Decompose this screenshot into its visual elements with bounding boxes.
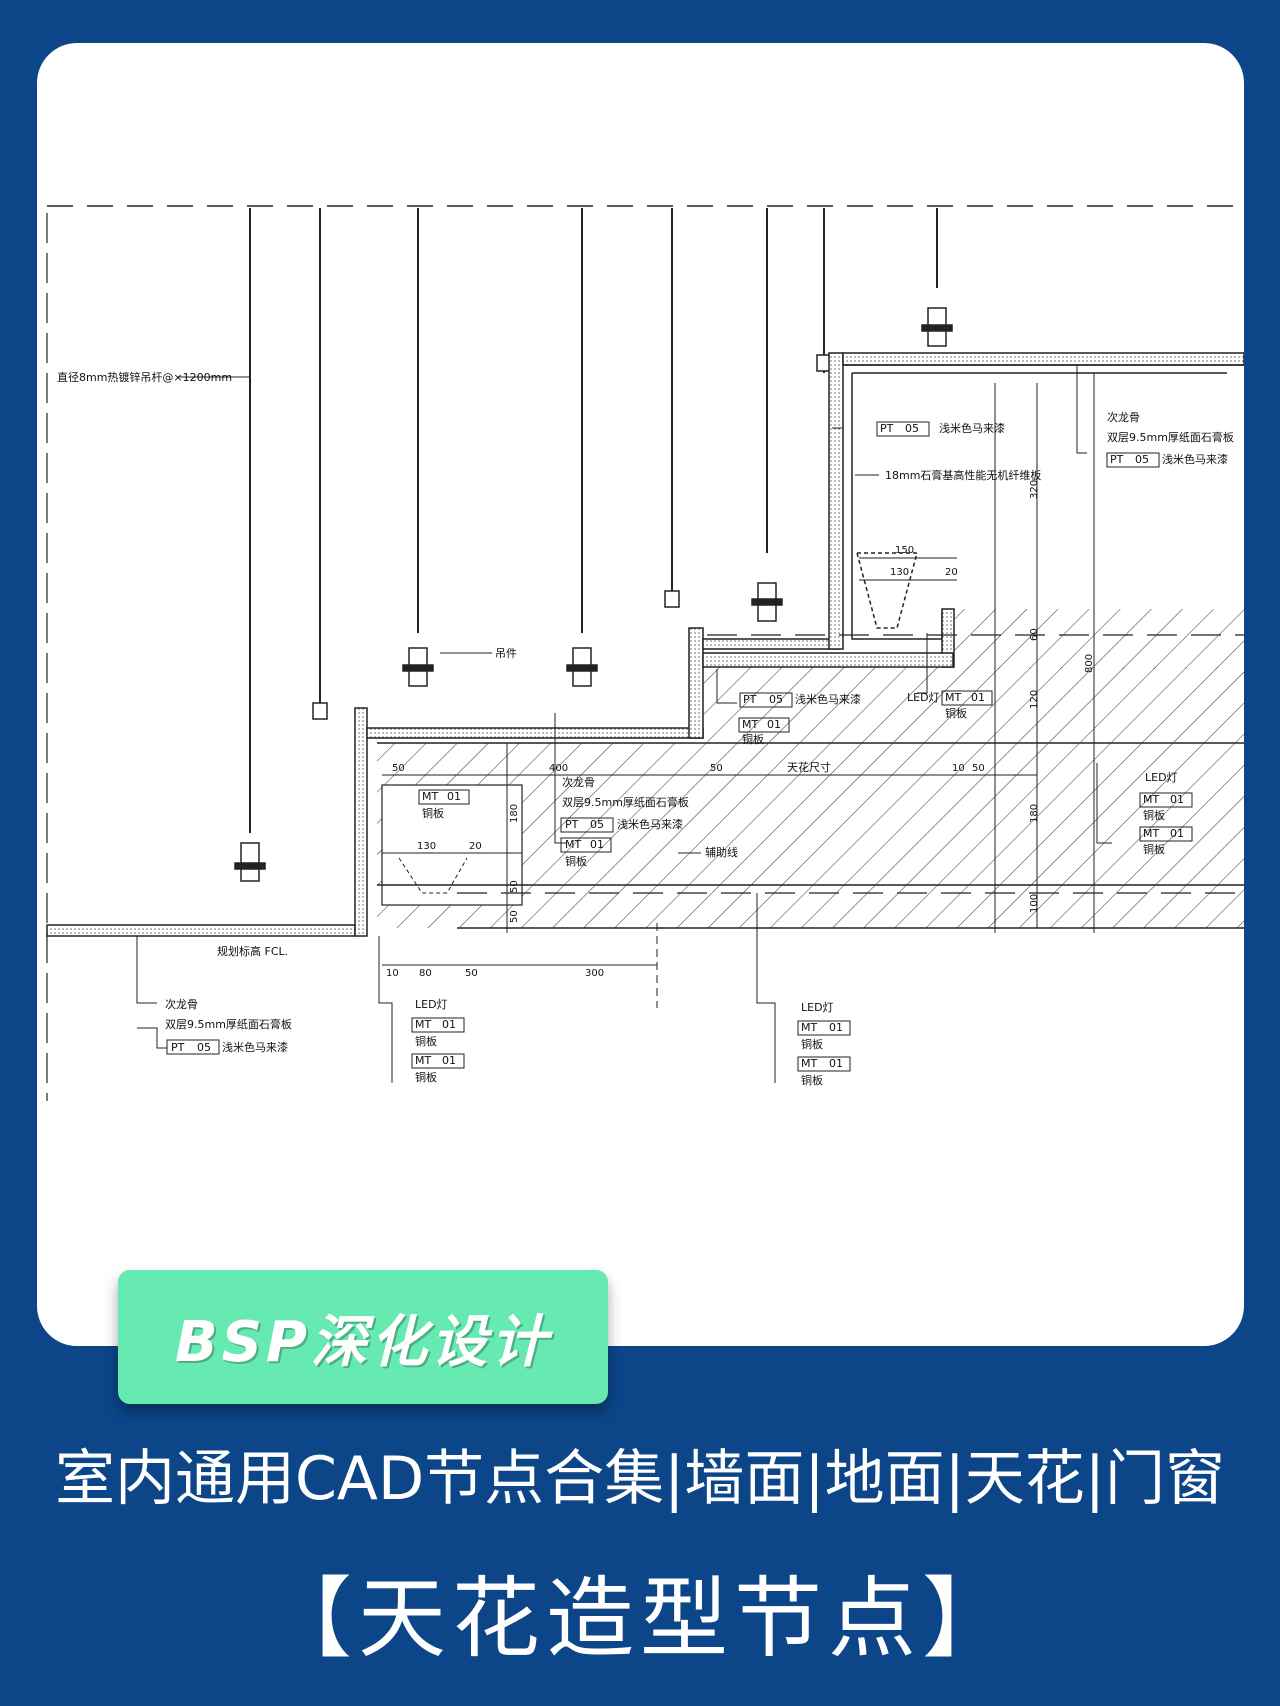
dim-50-a: 50 bbox=[392, 763, 405, 774]
dim-130-upper: 130 bbox=[890, 567, 909, 578]
tag-pt-no-1: 05 bbox=[197, 1041, 211, 1054]
copper-label-10: 铜板 bbox=[1143, 842, 1165, 856]
dim-120: 120 bbox=[1029, 690, 1040, 709]
tag-mt-3: MT bbox=[801, 1021, 817, 1034]
gypsum-label-1: 双层9.5mm厚纸面石膏板 bbox=[165, 1017, 292, 1031]
copper-label-2: 铜板 bbox=[415, 1070, 437, 1084]
leader-lines bbox=[136, 365, 1112, 1083]
tag-mt-6: MT bbox=[565, 838, 581, 851]
dimension-lines bbox=[382, 373, 1095, 1008]
dim-80: 80 bbox=[419, 968, 432, 979]
subtitle: 室内通用CAD节点合集|墙面|地面|天花|门窗 bbox=[55, 1444, 1225, 1514]
annotations: 直径8mm热镀锌吊杆@×1200mm 吊件 规划标高 FCL. 次龙骨 双层9.… bbox=[57, 370, 1234, 1087]
tag-mt-5: MT bbox=[742, 718, 758, 731]
paint-label-1: 浅米色马来漆 bbox=[222, 1040, 288, 1054]
copper-label-8: 铜板 bbox=[945, 706, 967, 720]
aux-line-label: 辅助线 bbox=[705, 845, 738, 859]
copper-label-7: 铜板 bbox=[422, 806, 444, 820]
tag-pt-no-4: 05 bbox=[905, 422, 919, 435]
dim-10-b: 10 bbox=[386, 968, 399, 979]
dim-50-c: 50 bbox=[972, 763, 985, 774]
tag-mt-no-9: 01 bbox=[1170, 793, 1184, 806]
tag-mt-9: MT bbox=[1143, 793, 1159, 806]
dimension-values: 150 130 20 130 20 50 400 50 10 50 10 80 … bbox=[386, 480, 1095, 979]
tag-mt-no-2: 01 bbox=[442, 1054, 456, 1067]
drawing-card: 直径8mm热镀锌吊杆@×1200mm 吊件 规划标高 FCL. 次龙骨 双层9.… bbox=[37, 43, 1244, 1346]
keel-label-3: 次龙骨 bbox=[1107, 410, 1140, 424]
paint-label-5: 浅米色马来漆 bbox=[1162, 452, 1228, 466]
tag-pt-3: PT bbox=[565, 818, 579, 831]
tag-mt-10: MT bbox=[1143, 827, 1159, 840]
dim-50-b: 50 bbox=[710, 763, 723, 774]
led-label-3: LED灯 bbox=[907, 691, 940, 704]
led-label-1: LED灯 bbox=[415, 998, 448, 1011]
tag-pt-no-3: 05 bbox=[590, 818, 604, 831]
paint-label-3: 浅米色马来漆 bbox=[617, 817, 683, 831]
tag-mt-no-1: 01 bbox=[442, 1018, 456, 1031]
dim-300: 300 bbox=[585, 968, 604, 979]
copper-label-1: 铜板 bbox=[415, 1034, 437, 1048]
hatched-beam bbox=[377, 383, 1244, 929]
led-label-4: LED灯 bbox=[1145, 771, 1178, 784]
hanger-label: 吊件 bbox=[495, 647, 517, 660]
dim-50-d: 50 bbox=[465, 968, 478, 979]
tag-mt-1: MT bbox=[415, 1018, 431, 1031]
dim-180-right: 180 bbox=[1029, 804, 1040, 823]
brand-badge-text: BSP深化设计 bbox=[174, 1309, 552, 1375]
ceiling-size-label: 天花尺寸 bbox=[787, 760, 831, 774]
tag-mt-no-6: 01 bbox=[590, 838, 604, 851]
dim-320: 320 bbox=[1029, 480, 1040, 499]
fcl-label: 规划标高 FCL. bbox=[217, 944, 288, 958]
paint-label-4: 浅米色马来漆 bbox=[939, 421, 1005, 435]
tag-pt-4: PT bbox=[880, 422, 894, 435]
dim-130-lower: 130 bbox=[417, 841, 436, 852]
copper-label-4: 铜板 bbox=[801, 1073, 823, 1087]
copper-label-5: 铜板 bbox=[742, 732, 764, 746]
dim-60: 60 bbox=[1029, 628, 1040, 641]
copper-label-6: 铜板 bbox=[565, 854, 587, 868]
tag-mt-no-10: 01 bbox=[1170, 827, 1184, 840]
cad-section-drawing: 直径8mm热镀锌吊杆@×1200mm 吊件 规划标高 FCL. 次龙骨 双层9.… bbox=[46, 205, 1244, 1101]
tag-boxes bbox=[166, 421, 1193, 1072]
dim-150: 150 bbox=[895, 545, 914, 556]
tag-pt-2: PT bbox=[743, 693, 757, 706]
tag-pt-no-2: 05 bbox=[769, 693, 783, 706]
copper-label-9: 铜板 bbox=[1143, 808, 1165, 822]
brand-badge: BSP深化设计 bbox=[118, 1270, 608, 1404]
page-title: 【天花造型节点】 bbox=[263, 1567, 1016, 1670]
tag-mt-no-5: 01 bbox=[767, 718, 781, 731]
tag-mt-4: MT bbox=[801, 1057, 817, 1070]
tag-mt-7: MT bbox=[422, 790, 438, 803]
dim-10-a: 10 bbox=[952, 763, 965, 774]
fiber-label: 18mm石膏基高性能无机纤维板 bbox=[885, 468, 1041, 482]
dim-50-e: 50 bbox=[509, 880, 520, 893]
dim-20-lower: 20 bbox=[469, 841, 482, 852]
tag-mt-no-8: 01 bbox=[971, 691, 985, 704]
upper-box bbox=[702, 364, 1244, 668]
dim-100: 100 bbox=[1029, 894, 1040, 913]
tag-pt-no-5: 05 bbox=[1135, 453, 1149, 466]
tag-mt-no-7: 01 bbox=[447, 790, 461, 803]
gypsum-label-2: 双层9.5mm厚纸面石膏板 bbox=[562, 795, 689, 809]
keel-label-2: 次龙骨 bbox=[562, 775, 595, 789]
tag-mt-no-4: 01 bbox=[829, 1057, 843, 1070]
tag-pt-5: PT bbox=[1110, 453, 1124, 466]
dim-50-f: 50 bbox=[509, 910, 520, 923]
tag-mt-no-3: 01 bbox=[829, 1021, 843, 1034]
rod-label: 直径8mm热镀锌吊杆@×1200mm bbox=[57, 370, 232, 384]
dim-400: 400 bbox=[549, 763, 568, 774]
gypsum-label-3: 双层9.5mm厚纸面石膏板 bbox=[1107, 430, 1234, 444]
paint-label-2: 浅米色马来漆 bbox=[795, 692, 861, 706]
tag-mt-8: MT bbox=[945, 691, 961, 704]
dim-800: 800 bbox=[1084, 654, 1095, 673]
dim-180-left: 180 bbox=[509, 804, 520, 823]
hanger-clips bbox=[234, 307, 953, 882]
dim-20-upper: 20 bbox=[945, 567, 958, 578]
tag-pt-1: PT bbox=[171, 1041, 185, 1054]
keel-label-1: 次龙骨 bbox=[165, 997, 198, 1011]
hanger-rods bbox=[249, 208, 938, 833]
copper-label-3: 铜板 bbox=[801, 1037, 823, 1051]
tag-mt-2: MT bbox=[415, 1054, 431, 1067]
led-label-2: LED灯 bbox=[801, 1001, 834, 1014]
